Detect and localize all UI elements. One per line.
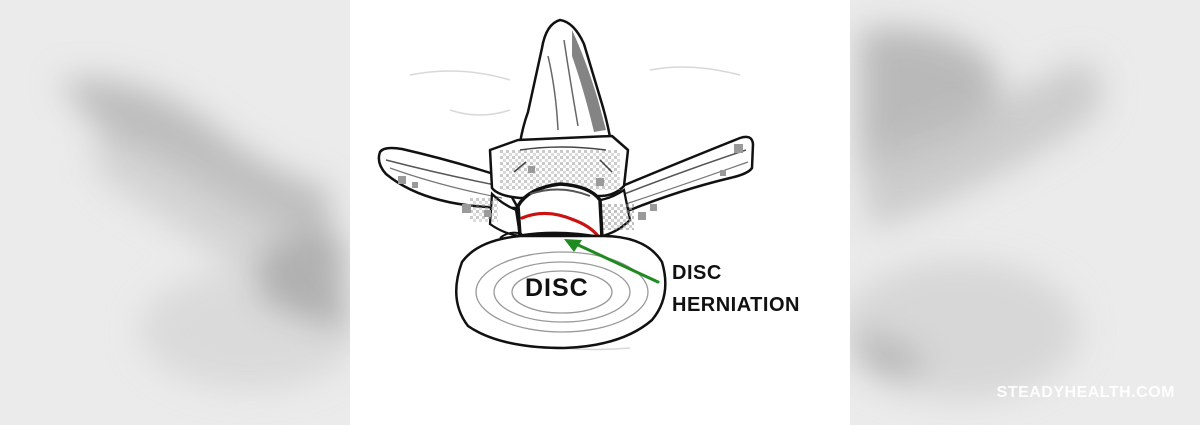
disc — [455, 234, 667, 350]
shading-blocks — [398, 144, 743, 220]
disc-label: DISC — [525, 274, 589, 302]
diagram-canvas: DISC DISC HERNIATION — [350, 0, 850, 425]
herniation-bulge — [520, 211, 600, 238]
site-watermark: STEADYHEALTH.COM — [996, 384, 1175, 401]
sketch-marks — [409, 66, 741, 351]
herniation-label-line1: DISC — [672, 262, 722, 284]
herniation-arrow — [564, 239, 660, 284]
herniation-label-line2: HERNIATION — [672, 294, 800, 316]
vertebra-drawing — [377, 18, 755, 351]
disc-rings — [475, 251, 649, 333]
